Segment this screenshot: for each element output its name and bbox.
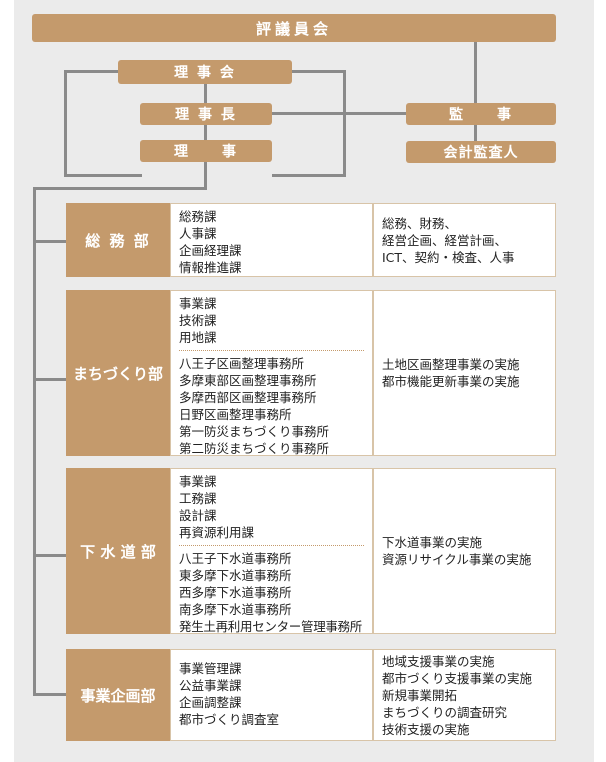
- dept-general-affairs-units: 総務課 人事課 企画経理課 情報推進課: [170, 203, 373, 277]
- duty-item: 総務、財務、: [382, 215, 458, 231]
- connector-line: [204, 122, 207, 140]
- connector-line: [33, 240, 67, 243]
- office-item: 第二防災まちづくり事務所: [179, 441, 330, 456]
- duty-item: 土地区画整理事業の実施: [382, 357, 520, 372]
- office-item: 西多摩下水道事務所: [179, 585, 292, 600]
- duty-item: 下水道事業の実施: [382, 535, 483, 550]
- dept-urban-development-units: 事業課 技術課 用地課 八王子区画整理事務所 多摩東部区画整理事務所 多摩西部区…: [170, 290, 373, 456]
- dept-sewerage-units: 事業課 工務課 設計課 再資源利用課 八王子下水道事務所 東多摩下水道事務所 西…: [170, 468, 373, 634]
- duty-item: 新規事業開拓: [382, 687, 458, 703]
- unit-item: 総務課: [179, 209, 217, 224]
- dept-sewerage-duties: 下水道事業の実施 資源リサイクル事業の実施: [373, 468, 556, 634]
- dept-general-affairs: 総 務 部: [66, 203, 170, 277]
- connector-line: [204, 83, 207, 103]
- duty-item: 経営企画、経営計画、: [382, 232, 508, 248]
- connector-line: [33, 693, 67, 696]
- connector-line: [204, 161, 207, 189]
- connector-line: [33, 187, 207, 190]
- dept-urban-development: まちづくり部: [66, 290, 170, 456]
- dept-general-affairs-duties: 総務、財務、 経営企画、経営計画、 ICT、契約・検査、人事: [373, 203, 556, 277]
- office-item: 多摩西部区画整理事務所: [179, 390, 317, 405]
- unit-item: 公益事業課: [179, 678, 242, 693]
- office-item: 八王子下水道事務所: [179, 551, 292, 566]
- connector-line: [64, 70, 120, 73]
- connector-line: [272, 112, 408, 115]
- office-item: 第一防災まちづくり事務所: [179, 424, 330, 439]
- duty-item: ICT、契約・検査、人事: [382, 249, 515, 265]
- dept-business-planning-units: 事業管理課 公益事業課 企画調整課 都市づくり調査室: [170, 649, 373, 741]
- connector-line: [33, 187, 36, 695]
- office-item: 日野区画整理事務所: [179, 407, 292, 422]
- duty-item: まちづくりの調査研究: [382, 704, 508, 720]
- unit-item: 事業課: [179, 296, 217, 311]
- unit-item: 事業管理課: [179, 661, 242, 676]
- office-item: 発生土再利用センター管理事務所: [179, 619, 363, 634]
- connector-line: [64, 174, 142, 177]
- office-item: 南多摩下水道事務所: [179, 602, 292, 617]
- dept-business-planning-duties: 地域支援事業の実施 都市づくり支援事業の実施 新規事業開拓 まちづくりの調査研究…: [373, 649, 556, 741]
- connector-line: [290, 70, 346, 73]
- board-of-directors-box: 理 事 会: [118, 60, 292, 84]
- board-of-councilors-box: 評議員会: [32, 14, 556, 42]
- unit-item: 工務課: [179, 491, 217, 506]
- auditor-box: 監 事: [406, 103, 556, 125]
- connector-line: [272, 174, 346, 177]
- office-item: 東多摩下水道事務所: [179, 568, 292, 583]
- unit-item: 事業課: [179, 474, 217, 489]
- unit-item: 情報推進課: [179, 260, 242, 275]
- duty-item: 資源リサイクル事業の実施: [382, 552, 532, 567]
- connector-line: [474, 42, 477, 108]
- unit-item: 技術課: [179, 313, 217, 328]
- office-item: 八王子区画整理事務所: [179, 356, 305, 371]
- duty-item: 地域支援事業の実施: [382, 653, 495, 669]
- unit-item: 再資源利用課: [179, 525, 255, 540]
- connector-line: [33, 554, 67, 557]
- dept-business-planning: 事業企画部: [66, 649, 170, 741]
- dept-urban-development-duties: 土地区画整理事業の実施 都市機能更新事業の実施: [373, 290, 556, 456]
- accounting-auditor-box: 会計監査人: [406, 141, 556, 163]
- unit-item: 企画経理課: [179, 243, 242, 258]
- office-item: 多摩東部区画整理事務所: [179, 373, 317, 388]
- duty-item: 都市づくり支援事業の実施: [382, 670, 533, 686]
- unit-item: 用地課: [179, 330, 217, 345]
- unit-item: 人事課: [179, 226, 217, 241]
- unit-item: 都市づくり調査室: [179, 712, 280, 727]
- dotted-divider: [179, 350, 364, 351]
- unit-item: 企画調整課: [179, 695, 242, 710]
- connector-line: [33, 378, 67, 381]
- unit-item: 設計課: [179, 508, 217, 523]
- director-box: 理 事: [140, 140, 272, 162]
- dotted-divider: [179, 545, 364, 546]
- connector-line: [64, 70, 67, 176]
- duty-item: 技術支援の実施: [382, 721, 470, 737]
- connector-line: [343, 70, 346, 176]
- connector-line: [474, 124, 477, 142]
- dept-sewerage: 下 水 道 部: [66, 468, 170, 634]
- chairman-box: 理 事 長: [140, 103, 272, 125]
- duty-item: 都市機能更新事業の実施: [382, 374, 520, 389]
